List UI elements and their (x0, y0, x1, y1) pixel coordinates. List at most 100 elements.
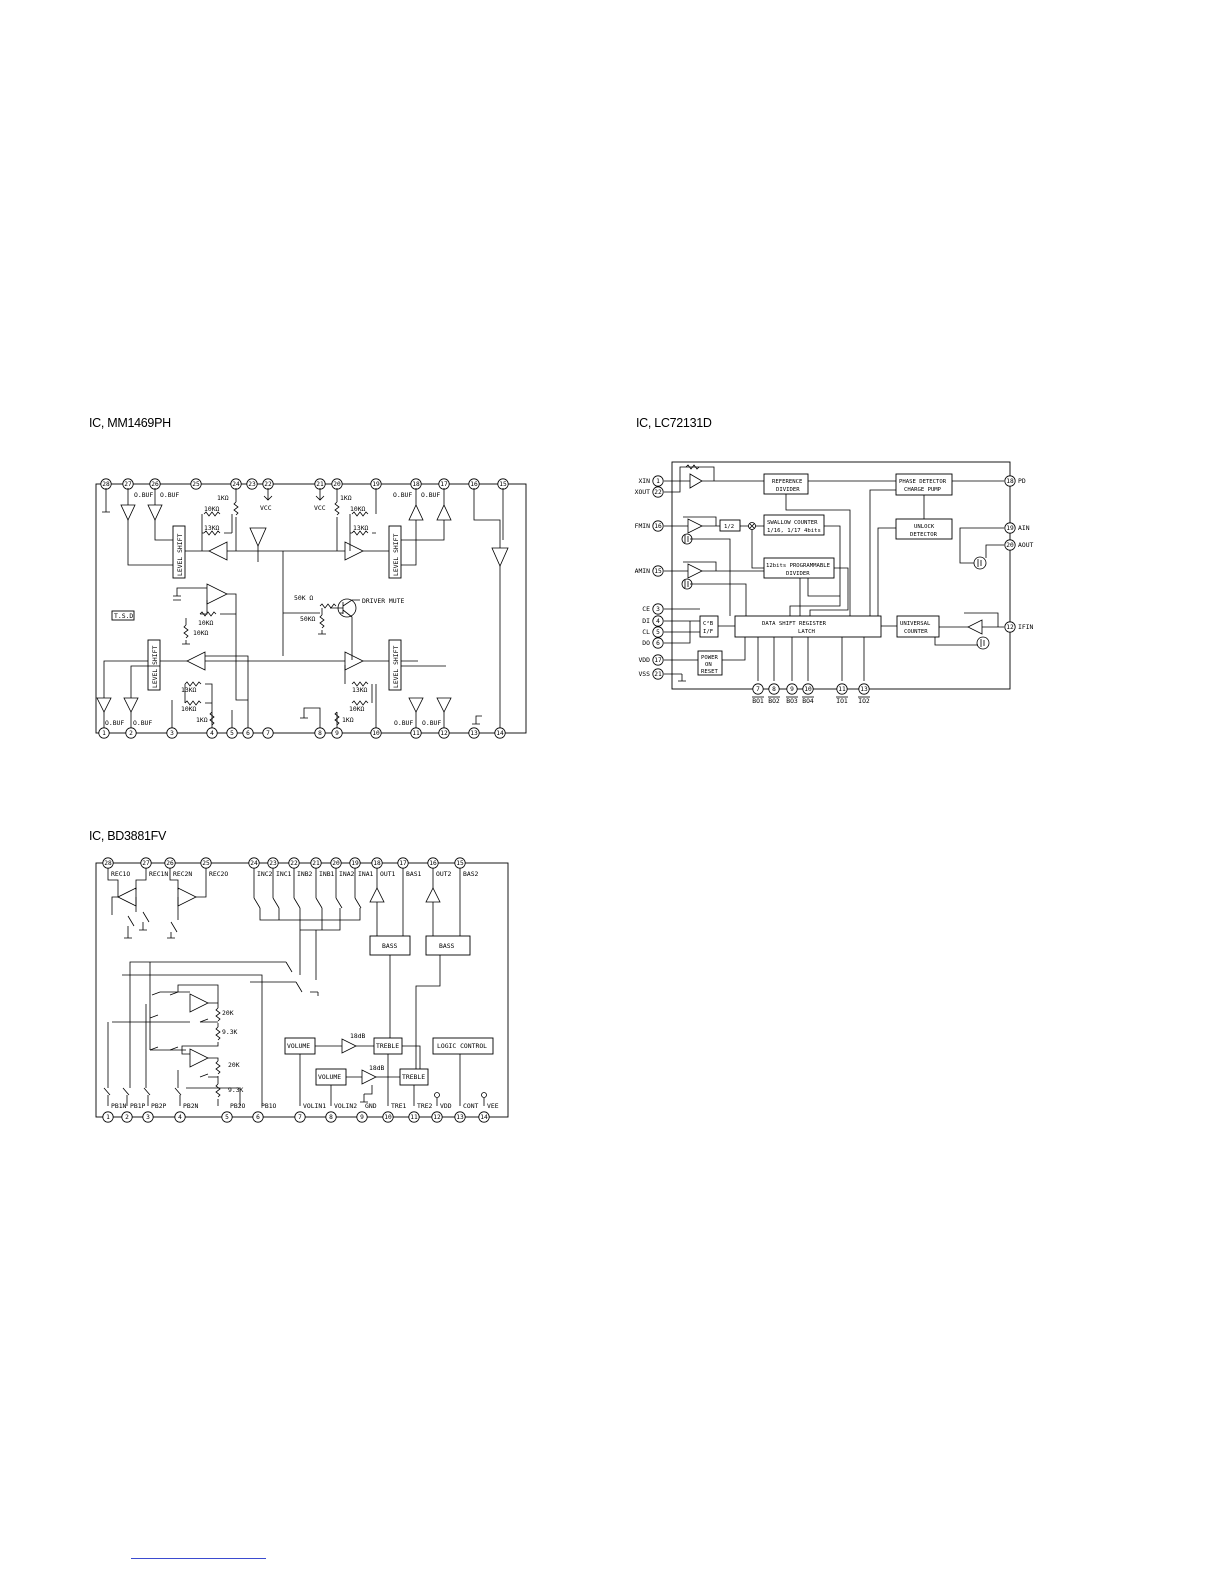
pin-label: PB1N (111, 1102, 127, 1110)
level-shift-box (147, 639, 161, 691)
pin-number: 13 (470, 730, 478, 737)
pin-6: 6 (252, 1111, 264, 1123)
pin-number: 23 (248, 481, 256, 488)
pin-number: 27 (142, 860, 150, 867)
pin-5: 5 (221, 1111, 233, 1123)
pin-circle (408, 1111, 420, 1123)
pin-label: VOLIN1 (303, 1102, 326, 1110)
pin-25: 25 (190, 478, 202, 490)
pin-26: 26 (164, 857, 176, 869)
pin-label: VOLIN2 (334, 1102, 357, 1110)
pin-label: BO3 (786, 697, 798, 705)
pin-number: 9 (360, 1114, 364, 1121)
mm1469ph-outline (95, 483, 527, 734)
pin-number: 1 (102, 730, 106, 737)
pin-number: 8 (318, 730, 322, 737)
pin-22: 22 (262, 478, 274, 490)
resistor-label: 20K (222, 1009, 234, 1017)
tsd-label: T.S.D (114, 612, 133, 620)
block-label: BASS (439, 942, 455, 950)
pin-17: 17 (652, 654, 664, 666)
diagram-title-lc72131d: IC, LC72131D (636, 416, 712, 430)
block-label: ON (705, 662, 712, 668)
bd3881fv-top-pins: 28REC1O27REC1N26REC2N25REC2O24INC223INC1… (102, 857, 479, 878)
pin-27: 27 (140, 857, 152, 869)
pin-circle (1004, 539, 1016, 551)
pin-number: 5 (230, 730, 234, 737)
pin-number: 11 (412, 730, 420, 737)
pin-15: 15 (652, 565, 664, 577)
pin-label: BO4 (802, 697, 814, 705)
pin-label: DI (642, 617, 650, 625)
pin-number: 20 (332, 860, 340, 867)
pin-8: 8 (768, 683, 780, 695)
pin-circle (121, 1111, 133, 1123)
pin-number: 11 (838, 686, 846, 693)
driver-mute-label: DRIVER MUTE (362, 597, 404, 605)
pin-label: PD (1018, 477, 1026, 485)
pin-number: 13 (456, 1114, 464, 1121)
pin-number: 17 (399, 860, 407, 867)
diagram-lc72131d: 1XIN22XOUT16FMIN15AMIN3CE4DI5CL6DO17VDD2… (635, 461, 1034, 705)
pin-label: OUT1 (380, 870, 396, 878)
pin-circle (652, 626, 664, 638)
pin-label: OUT2 (436, 870, 452, 878)
mute-transistor-leads (330, 599, 360, 625)
pin-20: 20 (331, 478, 343, 490)
resistor (215, 1007, 221, 1098)
pin-circle (1004, 522, 1016, 534)
resistor-label: 13KΩ (181, 686, 197, 694)
pin-circle (246, 478, 258, 490)
pin-circle (1004, 621, 1016, 633)
block-label: DATA SHIFT REGISTER (762, 621, 827, 627)
pin-number: 10 (372, 730, 380, 737)
pin-number: 5 (656, 629, 660, 636)
pin-label: VSS (638, 670, 650, 678)
block-label: COUNTER (904, 629, 928, 635)
opamp-mid (206, 583, 228, 605)
pin-label: CL (642, 628, 650, 636)
pin-label: BO2 (768, 697, 780, 705)
pin-number: 15 (499, 481, 507, 488)
pin-number: 18 (1006, 478, 1014, 485)
diagram-title-bd3881fv: IC, BD3881FV (89, 829, 166, 843)
pin-label: AIN (1018, 524, 1030, 532)
vee-terminal (481, 1092, 487, 1098)
pin-label: INB2 (297, 870, 313, 878)
pin-23: 23 (246, 478, 258, 490)
pin-circle (102, 1111, 114, 1123)
tsd-box (111, 610, 135, 621)
gain-label: 18dB (350, 1032, 366, 1040)
obuf-label: O.BUF (422, 719, 441, 727)
c2b-interface-block (699, 615, 719, 638)
pin-circle (431, 1111, 443, 1123)
pin-circle (652, 668, 664, 680)
resistor-label: 10KΩ (349, 705, 365, 713)
level-shift-label: LEVEL SHIFT (392, 646, 400, 688)
pin-number: 22 (290, 860, 298, 867)
pin-number: 19 (372, 481, 380, 488)
level-shift-box (388, 525, 402, 579)
pin-11: 11 (408, 1111, 420, 1123)
pin-18: 18 (1004, 475, 1016, 487)
pin-circle (190, 478, 202, 490)
pin-10: 10 (370, 727, 382, 739)
level-shift-label: LEVEL SHIFT (392, 534, 400, 576)
pin-label: TRE2 (417, 1102, 433, 1110)
pin-5: 5 (652, 626, 664, 638)
vdd-terminal (434, 1092, 440, 1098)
pin-label: IO1 (836, 697, 848, 705)
pin-number: 2 (125, 1114, 129, 1121)
block-label: UNIVERSAL (900, 621, 931, 627)
pin-circle (478, 1111, 490, 1123)
footer-rule (131, 1558, 266, 1559)
bd3881fv-wiring (107, 868, 485, 1106)
pin-number: 16 (429, 860, 437, 867)
pin-circle (652, 615, 664, 627)
pin-label: XOUT (635, 488, 651, 496)
pin-9: 9 (331, 727, 343, 739)
pin-label: INC2 (257, 870, 273, 878)
